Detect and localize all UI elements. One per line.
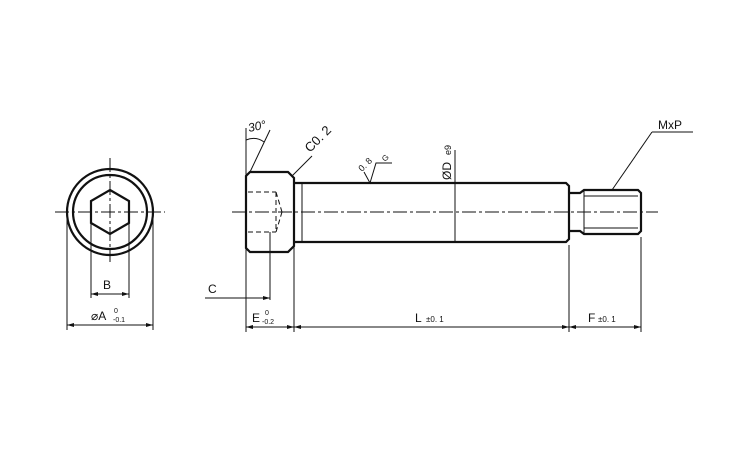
f-arrow-left	[569, 325, 576, 329]
head-dia-tol-lower: -0.1	[113, 317, 125, 324]
head-len-tol-lower: -0.2	[262, 319, 274, 326]
a-arrow-right	[146, 323, 153, 327]
b-arrow-right	[122, 292, 129, 296]
thread-end	[569, 188, 643, 236]
end-view: B ⌀A 0 -0.1	[55, 158, 165, 330]
c-arrow	[263, 296, 270, 300]
thread-len-tol: ±0. 1	[598, 315, 616, 324]
a-arrow-left	[67, 323, 74, 327]
socket-hidden-tip-top	[275, 191, 283, 213]
e-arrow-right	[287, 325, 294, 329]
roughness-label: 0. 8	[356, 156, 374, 174]
head-dia-label: ⌀A	[91, 309, 106, 323]
shoulder-shaft	[294, 181, 571, 244]
roughness-mark: G	[380, 153, 391, 164]
head-length-label: E	[252, 311, 260, 325]
angle-leg-line	[249, 129, 271, 173]
l-arrow-left	[294, 325, 301, 329]
l-arrow-right	[562, 325, 569, 329]
angle-arc	[245, 137, 265, 143]
angle-label: 30°	[247, 117, 268, 135]
hex-size-label: B	[103, 278, 111, 292]
b-arrow-left	[91, 292, 98, 296]
chamfer-leader	[291, 155, 313, 177]
socket-hidden-tip-bottom	[275, 211, 283, 233]
thread-len-label: F	[588, 311, 595, 325]
e-arrow-left	[246, 325, 253, 329]
side-view: 30° C0. 2 0. 8 G ØD e9 MxP C E 0 -0.2	[205, 117, 693, 332]
roughness-symbol	[363, 162, 392, 185]
bolt-head	[244, 170, 296, 254]
f-arrow-right	[634, 325, 641, 329]
head-len-tol-upper: 0	[265, 310, 269, 317]
length-tol: ±0. 1	[426, 315, 444, 324]
thread-label: MxP	[658, 118, 682, 132]
thread-leader	[611, 131, 653, 191]
head-inner-circle	[71, 173, 149, 251]
shaft-dia-tol: e9	[443, 145, 453, 155]
chamfer-label: C0. 2	[302, 123, 335, 156]
length-label: L	[415, 311, 422, 325]
head-dia-tol-upper: 0	[114, 308, 118, 315]
hex-socket	[89, 188, 131, 236]
head-height-label: C	[208, 282, 217, 296]
shaft-dia-label: ØD	[440, 162, 454, 180]
